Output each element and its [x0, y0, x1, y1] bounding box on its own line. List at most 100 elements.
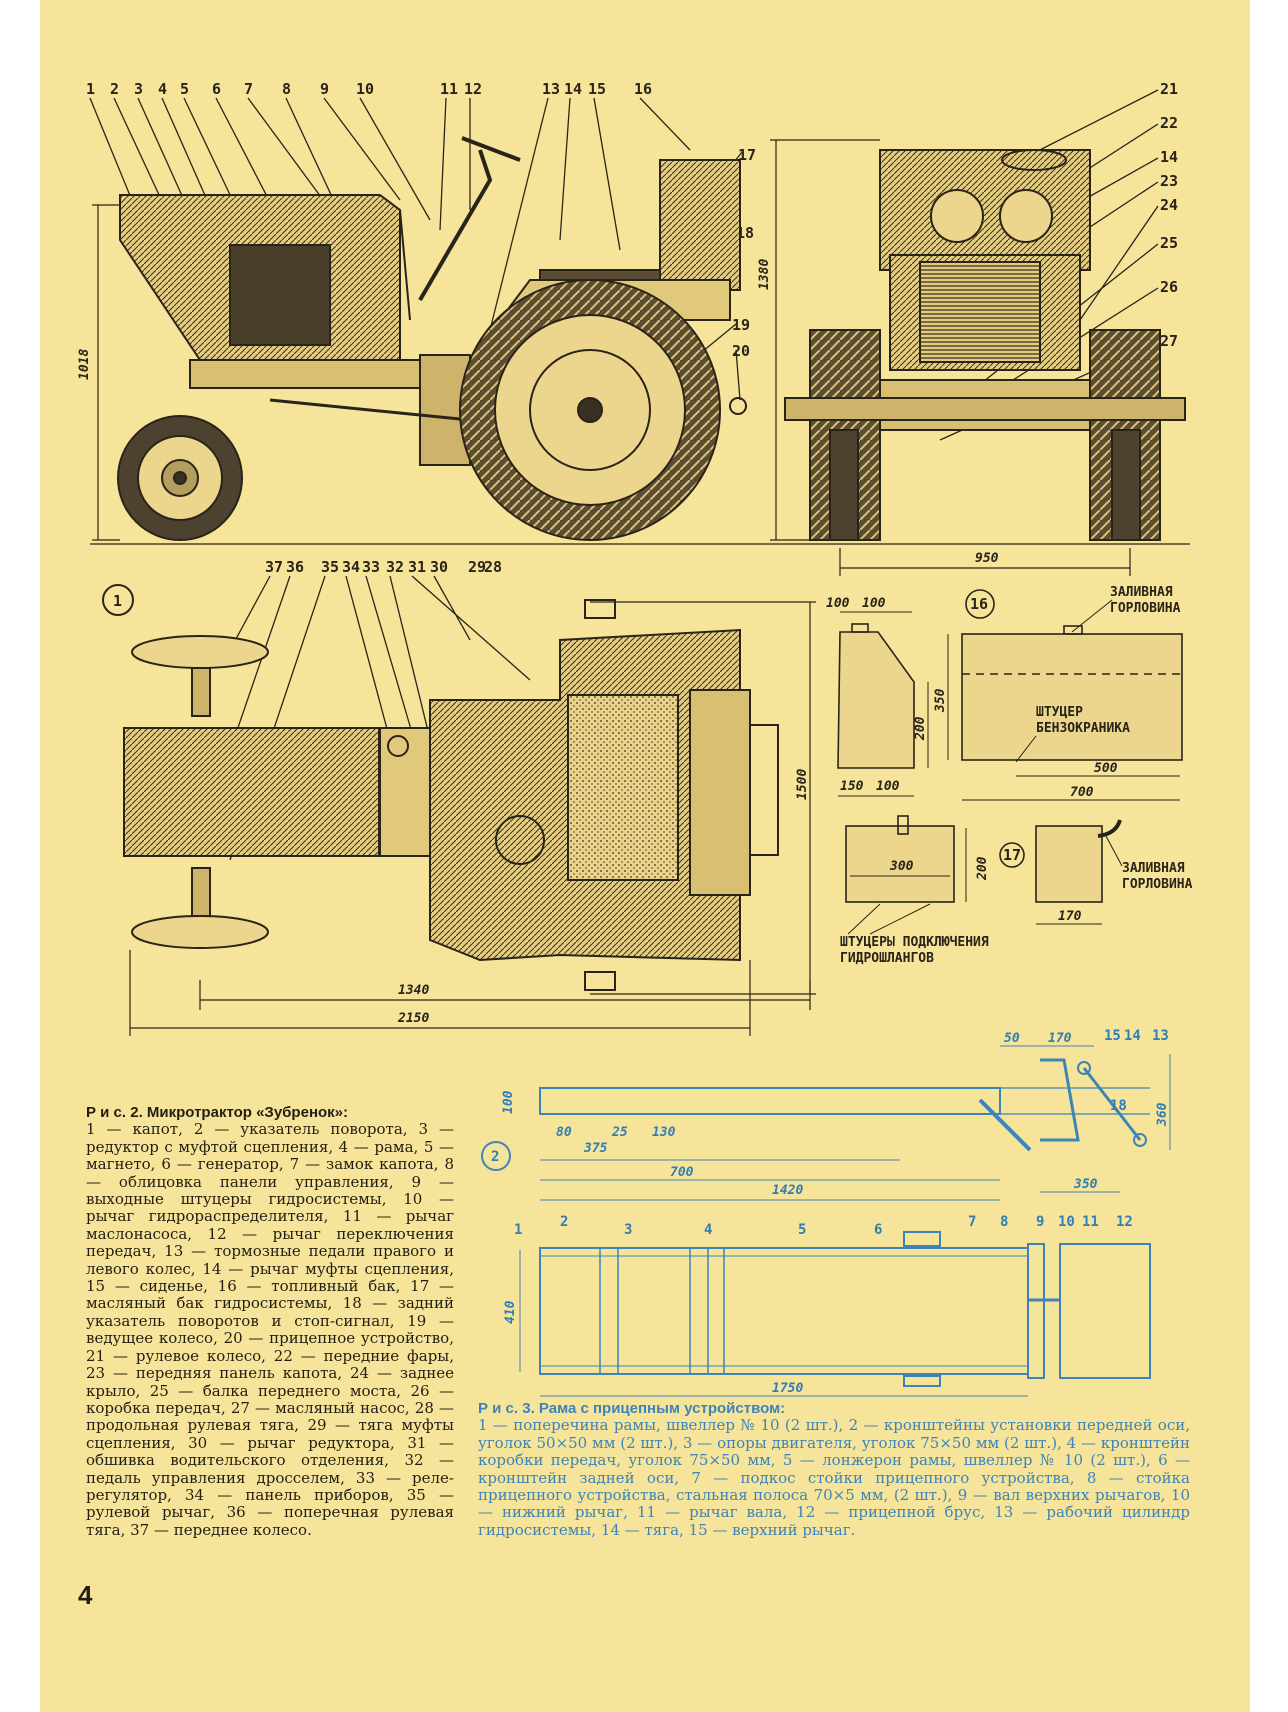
- callout-label: 11: [1082, 1214, 1099, 1230]
- callout-label: 9: [1036, 1214, 1044, 1230]
- callout-label: 7: [244, 80, 253, 98]
- callout-label: 4: [158, 80, 167, 98]
- dimension-label: 100: [826, 596, 850, 611]
- front-view-callouts: 21 22 14 23 24 25 26 27: [1160, 80, 1178, 350]
- callout-label: 30: [430, 558, 448, 576]
- callout-label: 10: [356, 80, 374, 98]
- callout-label: 6: [874, 1222, 882, 1238]
- callout-label: 12: [1116, 1214, 1133, 1230]
- dimension-label: 50: [1004, 1031, 1020, 1046]
- callout-label: 29: [468, 558, 486, 576]
- hydraulic-fittings-label: ГИДРОШЛАНГОВ: [840, 951, 934, 966]
- dimension-label: 950: [975, 551, 999, 566]
- filler-neck-label: ГОРЛОВИНА: [1122, 877, 1193, 892]
- callout-label: 33: [362, 558, 380, 576]
- dimension-label: 410: [503, 1300, 518, 1324]
- dimension-label: 1750: [772, 1381, 803, 1396]
- figure-marker: 2: [491, 1149, 499, 1165]
- dimension-label: 700: [1070, 785, 1094, 800]
- caption-title: Р и с. 3. Рама с прицепным устройством:: [478, 1400, 786, 1417]
- callout-label: 5: [180, 80, 189, 98]
- callout-label: 20: [732, 342, 750, 360]
- dimension-label: 200: [913, 716, 928, 741]
- frame-drawing: 2 50 170 15 14 13 100 18 360 80 25 130 3…: [481, 1028, 1171, 1397]
- callout-label: 35: [321, 558, 339, 576]
- top-view-callouts: 37 36 35 34 33 32 31 30: [265, 558, 448, 576]
- caption-body: 1 — капот, 2 — указатель поворота, 3 — р…: [86, 1120, 454, 1539]
- callout-label: 6: [212, 80, 221, 98]
- dimension-label: 100: [876, 779, 900, 794]
- callout-label: 10: [1058, 1214, 1075, 1230]
- callout-label: 21: [1160, 80, 1178, 98]
- dimension-label: 360: [1155, 1102, 1170, 1127]
- callout-label: 27: [1160, 332, 1178, 350]
- dimension-label: 80: [556, 1125, 572, 1140]
- dimension-label: 170: [1048, 1031, 1072, 1046]
- callout-label: 5: [798, 1222, 806, 1238]
- callout-label: 2: [110, 80, 119, 98]
- callout-label: 15: [1104, 1028, 1121, 1044]
- callout-label: 23: [1160, 172, 1178, 190]
- dimension-label: 130: [652, 1125, 676, 1140]
- figure-marker: 1: [113, 592, 122, 610]
- dimension-label: 1018: [77, 349, 92, 380]
- callout-label: 26: [1160, 278, 1178, 296]
- callout-label: 22: [1160, 114, 1178, 132]
- dimension-label: 1500: [795, 769, 810, 800]
- fuel-tank-drawing: 100 100 16 ЗАЛИВНАЯ ГОРЛОВИНА 200 150 10…: [826, 585, 1183, 801]
- fuel-valve-label: ШТУЦЕР: [1036, 705, 1083, 720]
- dimension-label: 350: [1073, 1177, 1098, 1192]
- dimension-label: 170: [1058, 909, 1082, 924]
- callout-label: 11: [440, 80, 458, 98]
- fuel-valve-label: БЕНЗОКРАНИКА: [1036, 721, 1130, 736]
- dimension-label: 1420: [772, 1183, 803, 1198]
- dimension-label: 1340: [398, 983, 429, 998]
- callout-label: 13: [542, 80, 560, 98]
- dimension-label: 100: [862, 596, 886, 611]
- callout-label: 1: [86, 80, 95, 98]
- tractor-top-view: 1 37 36 35 34 33 32 31 30 1500: [102, 558, 816, 1036]
- callout-label: 12: [464, 80, 482, 98]
- frame-plan-labels: 1 3 4 5 6 9 10 11 12: [514, 1214, 1133, 1238]
- dimension-label: 500: [1094, 761, 1118, 776]
- callout-label: 9: [320, 80, 329, 98]
- caption-body: 1 — поперечина рамы, швеллер № 10 (2 шт.…: [478, 1416, 1190, 1539]
- dimension-label: 300: [889, 859, 914, 874]
- dimension-label: 200: [975, 856, 990, 881]
- caption-fig3: Р и с. 3. Рама с прицепным устройством: …: [478, 1400, 1190, 1539]
- dimension-label: 1380: [757, 259, 772, 290]
- callout-label: 16: [634, 80, 652, 98]
- callout-label: 17: [738, 146, 756, 164]
- callout-label: 18: [1110, 1098, 1127, 1114]
- callout-label: 3: [624, 1222, 632, 1238]
- filler-neck-label: ЗАЛИВНАЯ: [1110, 585, 1173, 600]
- callout-label: 8: [282, 80, 291, 98]
- filler-neck-label: ЗАЛИВНАЯ: [1122, 861, 1185, 876]
- callout-label: 4: [704, 1222, 712, 1238]
- figure-marker: 17: [1003, 846, 1021, 864]
- oil-tank-drawing: 300 200 17 170 ЗАЛИВНАЯ ГОРЛОВИНА ШТУЦЕР…: [840, 815, 1193, 966]
- dimension-label: 25: [611, 1125, 628, 1140]
- caption-title: Р и с. 2. Микротрактор «Зубренок»:: [86, 1104, 349, 1121]
- callout-label: 3: [134, 80, 143, 98]
- callout-label: 7: [968, 1214, 976, 1230]
- dimension-label: 700: [670, 1165, 694, 1180]
- caption-fig2: Р и с. 2. Микротрактор «Зубренок»: 1 — к…: [86, 1104, 454, 1539]
- callout-label: 14: [564, 80, 582, 98]
- figure-marker: 16: [970, 595, 988, 613]
- callout-label: 32: [386, 558, 404, 576]
- dimension-label: 2150: [397, 1011, 429, 1026]
- callout-label: 8: [1000, 1214, 1008, 1230]
- callout-label: 14: [1160, 148, 1178, 166]
- callout-label: 37: [265, 558, 283, 576]
- callout-label: 34: [342, 558, 360, 576]
- tractor-side-view: 1 2 3 4 5 6 7 8 9 10 11 12 13 14 15 16 1…: [77, 80, 770, 576]
- callout-label: 28: [484, 558, 502, 576]
- callout-label: 1: [514, 1222, 522, 1238]
- filler-neck-label: ГОРЛОВИНА: [1110, 601, 1181, 616]
- dimension-label: 150: [840, 779, 864, 794]
- callout-label: 19: [732, 316, 750, 334]
- callout-label: 24: [1160, 196, 1178, 214]
- side-view-callouts: 1 2 3 4 5 6 7 8 9 10 11 12 13 14 15 16 1…: [86, 80, 756, 576]
